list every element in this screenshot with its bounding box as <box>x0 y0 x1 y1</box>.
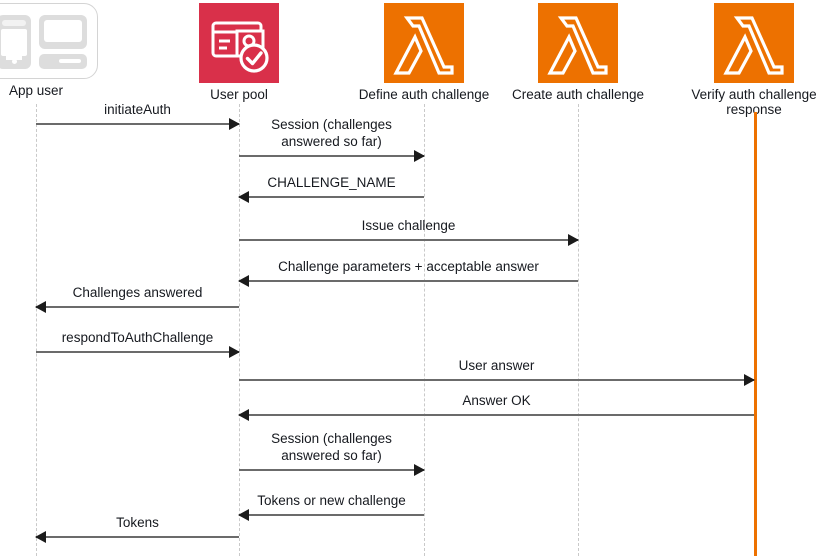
message-label-session-challenges-answered-1: Session (challenges answered so far) <box>271 117 392 149</box>
arrowhead-icon <box>229 346 240 358</box>
participant-label-define-auth-challenge: Define auth challenge <box>358 87 490 102</box>
lifeline-app-user <box>36 104 37 556</box>
participant-verify-auth-challenge-response: Verify auth challenge response <box>666 3 837 117</box>
message-label-initiate-auth: initiateAuth <box>104 102 171 117</box>
arrowhead-icon <box>35 531 46 543</box>
message-line <box>36 306 239 308</box>
message-line <box>36 123 239 125</box>
message-line <box>36 536 239 538</box>
lifeline-define-auth-challenge <box>424 104 425 556</box>
message-label-tokens: Tokens <box>116 515 159 530</box>
arrowhead-icon <box>568 234 579 246</box>
arrowhead-icon <box>414 150 425 162</box>
aws-lambda-glyph <box>723 16 784 75</box>
devices-icon-frame <box>0 3 98 79</box>
lifeline-user-pool <box>239 104 240 556</box>
lifeline-create-auth-challenge <box>578 104 579 556</box>
participant-app-user: App user <box>0 3 102 98</box>
message-line <box>239 280 578 282</box>
message-line <box>239 196 424 198</box>
message-label-challenge-name: CHALLENGE_NAME <box>267 175 396 190</box>
participant-define-auth-challenge: Define auth challenge <box>336 3 512 102</box>
arrowhead-icon <box>744 374 755 386</box>
lifeline-verify-auth-challenge-response <box>754 112 757 556</box>
participant-label-create-auth-challenge: Create auth challenge <box>511 87 645 102</box>
message-label-tokens-or-new-challenge: Tokens or new challenge <box>257 493 406 508</box>
arrowhead-icon <box>238 191 249 203</box>
message-label-respond-to-auth-challenge: respondToAuthChallenge <box>61 330 214 345</box>
user-pool-glyph <box>211 21 269 73</box>
phone-icon <box>0 15 31 69</box>
message-line <box>36 351 239 353</box>
aws-lambda-glyph <box>547 16 608 75</box>
arrowhead-icon <box>238 409 249 421</box>
message-line <box>239 414 754 416</box>
participant-label-app-user: App user <box>8 83 64 98</box>
arrowhead-icon <box>229 118 240 130</box>
participant-create-auth-challenge: Create auth challenge <box>490 3 666 102</box>
message-label-session-challenges-answered-2: Session (challenges answered so far) <box>271 431 392 463</box>
message-label-issue-challenge: Issue challenge <box>361 218 456 233</box>
message-label-challenge-parameters: Challenge parameters + acceptable answer <box>278 259 539 274</box>
aws-lambda-icon <box>538 3 618 83</box>
monitor-icon <box>39 15 87 49</box>
message-line <box>239 379 754 381</box>
message-line <box>239 155 424 157</box>
user-pool-id-card-check-icon <box>199 3 279 83</box>
arrowhead-icon <box>35 301 46 313</box>
message-line <box>239 469 424 471</box>
arrowhead-icon <box>238 275 249 287</box>
aws-lambda-glyph <box>393 16 454 75</box>
computer-base-icon <box>39 54 87 69</box>
participant-label-user-pool: User pool <box>210 87 268 102</box>
phone-home-button-icon <box>12 59 17 64</box>
aws-lambda-icon <box>384 3 464 83</box>
message-line <box>239 239 578 241</box>
message-label-user-answer: User answer <box>458 358 535 373</box>
arrowhead-icon <box>414 464 425 476</box>
aws-lambda-icon <box>714 3 794 83</box>
participant-user-pool: User pool <box>151 3 327 102</box>
arrowhead-icon <box>238 509 249 521</box>
participant-label-verify-auth-challenge-response: Verify auth challenge response <box>691 87 817 117</box>
message-label-answer-ok: Answer OK <box>462 393 531 408</box>
devices-icon <box>0 3 98 79</box>
message-line <box>239 514 424 516</box>
message-label-challenges-answered: Challenges answered <box>72 285 203 300</box>
